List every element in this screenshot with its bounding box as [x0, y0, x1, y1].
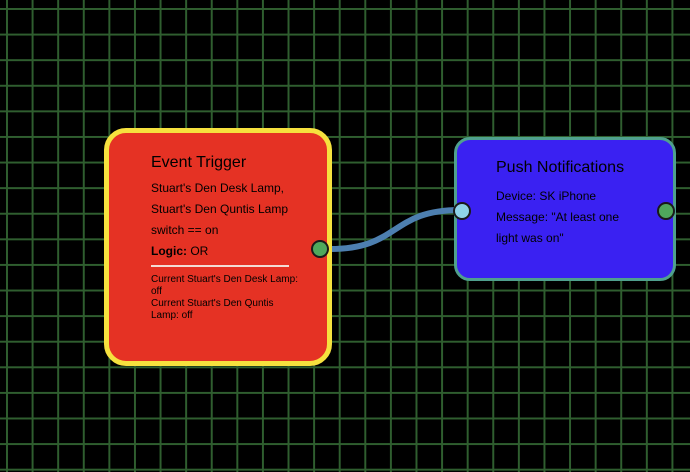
push-output-port[interactable] — [657, 202, 675, 220]
trigger-output-port[interactable] — [311, 240, 329, 258]
event-trigger-title: Event Trigger — [151, 154, 247, 171]
push-notifications-title: Push Notifications — [496, 159, 625, 176]
push-message-line: Message: "At least one light was on" — [496, 210, 619, 245]
event-trigger-description: Stuart's Den Desk Lamp, Stuart's Den Qun… — [151, 181, 289, 237]
event-trigger-logic: Logic: OR — [151, 242, 327, 260]
push-notifications-node[interactable]: Push Notifications Device: SK iPhone Mes… — [454, 137, 676, 281]
logic-label: Logic: — [151, 244, 187, 258]
push-input-port[interactable] — [453, 202, 471, 220]
trigger-divider — [151, 265, 289, 267]
state-item: Current Stuart's Den Quntis Lamp: off — [151, 298, 274, 321]
trigger-to-push-connection[interactable] — [327, 207, 463, 252]
trigger-state-list: Current Stuart's Den Desk Lamp: off Curr… — [151, 274, 301, 322]
logic-value: OR — [190, 244, 209, 258]
state-item: Current Stuart's Den Desk Lamp: off — [151, 274, 298, 297]
event-trigger-node[interactable]: Event Trigger Stuart's Den Desk Lamp, St… — [104, 128, 332, 366]
push-device-line: Device: SK iPhone — [496, 189, 597, 203]
